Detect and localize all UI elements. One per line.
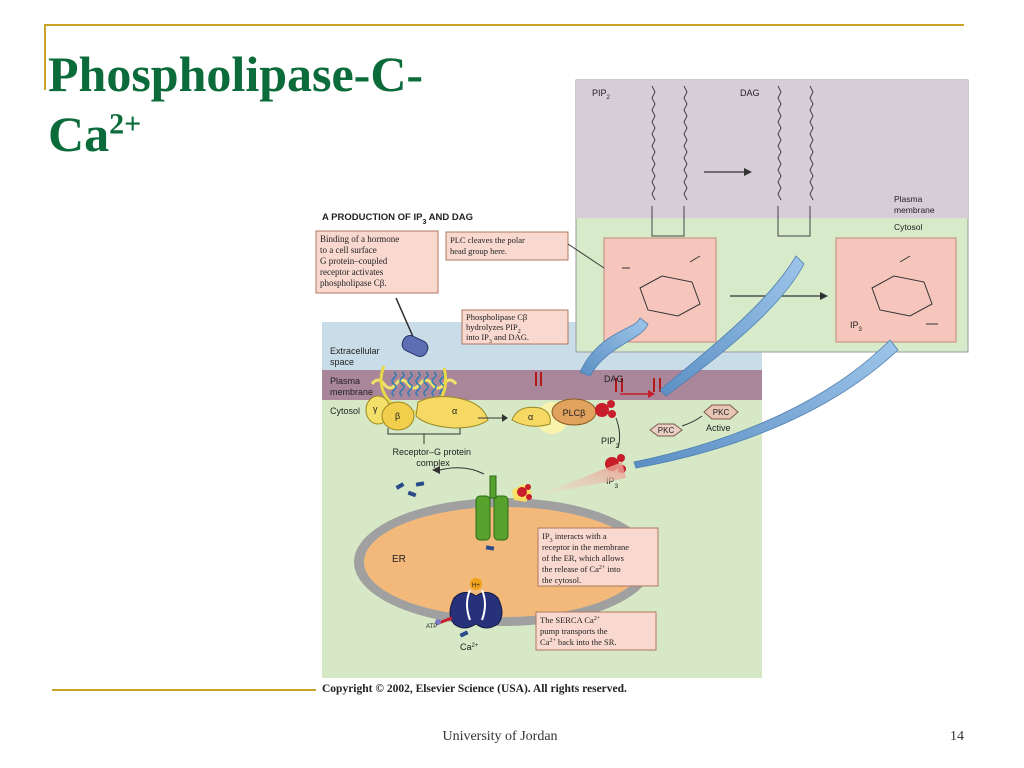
inset-reaction-arrowhead <box>744 168 752 176</box>
label-cytosol: Cytosol <box>330 406 360 416</box>
inset-label-cytosol: Cytosol <box>894 222 922 232</box>
ca-release-arrowhead <box>432 466 440 474</box>
gamma-label: γ <box>373 404 378 414</box>
activation-arrowhead <box>502 414 508 422</box>
callout-box <box>461 309 569 345</box>
alpha-subunit-active <box>511 406 551 427</box>
callout-plc-hydrolyzes: Phospholipase Cβ hydrolyzes PIP2 into IP… <box>461 309 569 345</box>
plc-cleaves-pointer <box>567 243 605 269</box>
pkc-inactive: PKC <box>649 423 683 437</box>
callout-box <box>315 230 439 294</box>
label-dag: DAG <box>604 374 624 384</box>
serca-pump: H+ ATP Ca2+ <box>426 578 503 652</box>
alpha-active-label: α <box>528 412 533 422</box>
callout-plc-cleaves-text: PLC cleaves the polar head group here. <box>450 235 527 256</box>
calcium-ions <box>395 481 495 638</box>
inset-cleavage-arrowhead <box>820 292 828 300</box>
pkc-inactive-label: PKC <box>658 426 675 435</box>
alpha-label: α <box>452 406 457 416</box>
proton-label: H+ <box>472 583 480 589</box>
title-top-rule <box>44 24 964 26</box>
callout-plc-cleaves-box <box>445 231 569 261</box>
inositol-rings <box>622 255 938 325</box>
callout-serca: The SERCA Ca2+ pump transports the Ca2+ … <box>535 611 657 651</box>
ip3-headgroup-box <box>835 237 957 343</box>
inset-label-plasma-membrane: Plasma membrane <box>894 194 935 215</box>
inset-label-pip2: PIP2 <box>592 88 611 101</box>
pip2-headgroup <box>595 400 616 418</box>
ca-release-arrow <box>439 467 485 475</box>
g-protein-complex: γ β α <box>365 395 489 444</box>
label-plasma-membrane: Plasma membrane <box>330 376 373 397</box>
callout-ip3-interacts: IP3 interacts with a receptor in the mem… <box>537 527 659 587</box>
slide-title: Phospholipase-C-Ca2+ <box>48 44 423 164</box>
ip3-release-arrow <box>615 417 621 449</box>
bottom-rule <box>52 689 316 691</box>
callout-box <box>537 527 659 587</box>
g-beta-subunit <box>381 401 415 431</box>
pkc-activation-arrow <box>681 415 703 427</box>
zoom-arrow-dag <box>659 255 805 397</box>
label-receptor-complex: Receptor–G protein complex <box>392 447 473 468</box>
callout-text: Phospholipase Cβ hydrolyzes PIP2 into IP… <box>466 312 529 345</box>
copyright-notice: Copyright © 2002, Elsevier Science (USA)… <box>322 683 627 695</box>
membrane-lipids <box>535 372 661 392</box>
inset-label-ip3: IP3 <box>850 320 863 333</box>
g-alpha-subunit <box>415 396 489 429</box>
callout-text: The SERCA Ca2+ pump transports the Ca2+ … <box>540 615 617 647</box>
footer-institution: University of Jordan <box>442 729 558 744</box>
fatty-acid-chains <box>651 85 814 237</box>
ip3-binding-beam <box>536 462 626 496</box>
proton-ion <box>470 578 482 590</box>
label-pip2: PIP2 <box>601 436 620 450</box>
zoom-arrow-pip2 <box>579 317 649 377</box>
title-left-rule <box>44 24 46 90</box>
zoom-arrow-ip3 <box>633 339 899 469</box>
callout-box <box>535 611 657 651</box>
dag-arrowhead <box>648 390 655 398</box>
slide-title-line1: Phospholipase-C- <box>48 46 424 102</box>
atp-label: ATP <box>426 624 437 630</box>
beta-label: β <box>395 411 400 421</box>
calcium-label: Ca2+ <box>460 642 479 652</box>
callout-text: Binding of a hormone to a cell surface G… <box>320 234 402 288</box>
label-er: ER <box>392 554 406 565</box>
pkc-active: PKC Active <box>703 404 739 433</box>
inset-label-dag: DAG <box>740 88 760 98</box>
panel-heading: A PRODUCTION OF IP3 AND DAG <box>322 212 473 226</box>
pip2-headgroup-box <box>603 237 717 343</box>
callout-binding-hormone: Binding of a hormone to a cell surface G… <box>315 230 439 294</box>
pkc-active-label: PKC <box>713 408 730 417</box>
callout-text: IP3 interacts with a receptor in the mem… <box>542 531 631 585</box>
label-active: Active <box>706 423 731 433</box>
slide-title-line2: Ca <box>48 106 110 162</box>
hormone-ligand <box>395 297 429 357</box>
footer-page-number: 14 <box>950 729 964 744</box>
slide-title-superscript: 2+ <box>109 107 142 141</box>
label-extracellular-space: Extracellular space <box>330 346 382 367</box>
inset-membrane-region <box>576 80 968 218</box>
ip3-receptor-channel <box>475 475 532 541</box>
plc-beta-label: PLCβ <box>563 408 586 418</box>
